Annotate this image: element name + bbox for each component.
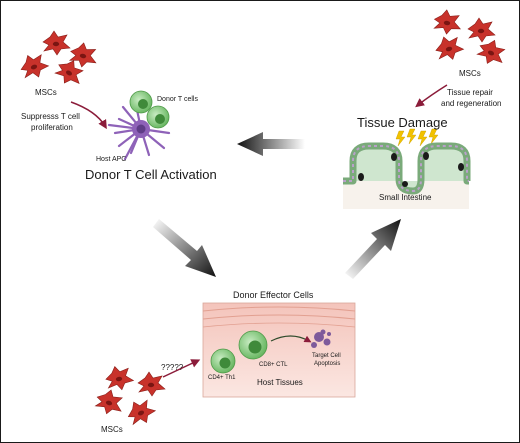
flow-arrow-up [345,219,401,279]
host-apc-cell [107,103,171,161]
small-intestine-villi [343,142,471,209]
lightning-bolts [395,128,439,147]
msc-label-bottom: MSCs [101,425,123,434]
flow-arrow-down [153,219,216,277]
unknown-effect-label: ????? [161,363,184,372]
suppress-arrow [70,101,107,130]
host-apc-label: Host APC [96,156,127,163]
cd4-th1-cell [210,348,236,374]
msc-label-top-left: MSCs [35,88,57,97]
donor-effector-cells-title: Donor Effector Cells [233,290,314,300]
donor-t-cells [129,90,170,129]
repair-label-line2: and regeneration [441,99,502,108]
apoptotic-target-cell [311,329,331,348]
cd8-ctl-label: CD8+ CTL [259,362,288,368]
target-cell-label-line2: Apoptosis [314,361,341,367]
msc-label-top-right: MSCs [459,69,481,78]
repair-label-line1: Tissue repair [447,88,493,97]
flow-arrow-left [237,132,305,156]
donor-t-cell-activation-title: Donor T Cell Activation [85,167,217,182]
tissue-damage-title: Tissue Damage [357,115,448,130]
small-intestine-label: Small Intestine [379,193,432,202]
suppress-label-line1: Suppresss T cell [21,112,80,121]
repair-arrow [415,84,448,108]
host-tissues-label: Host Tissues [257,378,303,387]
kill-arrow [270,335,312,343]
msc-cluster-top-right [432,7,510,70]
unknown-effect-arrow [162,359,201,378]
msc-cluster-top-left [16,30,100,91]
msc-cluster-bottom [92,363,166,429]
donor-t-cells-label: Donor T cells [157,96,198,103]
target-cell-label-line1: Target Cell [312,353,341,359]
cd4-th1-label: CD4+ Th1 [208,375,236,381]
suppress-label-line2: proliferation [31,123,73,132]
cd8-ctl-cell [238,330,268,360]
